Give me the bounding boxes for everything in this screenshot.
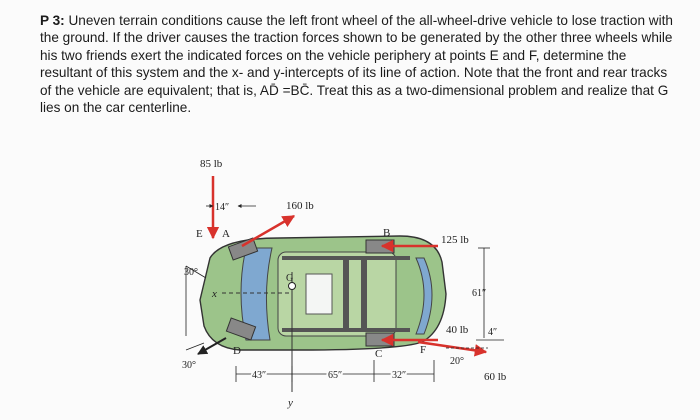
y-axis-label: y [287, 397, 293, 409]
point-e-label: E [196, 228, 203, 240]
point-g-label: G [286, 273, 293, 284]
point-c-label: C [375, 348, 382, 360]
x-axis-label: x [211, 288, 217, 300]
angle-left-top-label: 30° [184, 267, 198, 278]
point-d-label: D [233, 345, 241, 357]
dim-43-label: 43″ [252, 370, 266, 381]
point-a-label: A [222, 228, 230, 240]
center-of-mass-g [288, 282, 296, 290]
dim-65-label: 65″ [328, 370, 342, 381]
dim-4-label: 4″ [488, 327, 497, 338]
point-f-label: F [420, 344, 426, 356]
dim-14-label: 14″ [215, 202, 229, 213]
problem-label: P 3: [40, 13, 65, 28]
problem-text: Uneven terrain conditions cause the left… [40, 13, 673, 116]
right-rear-force-label: 40 lb [446, 324, 469, 336]
angle-f-label: 20° [450, 356, 464, 367]
angle-left-bottom-label: 30° [182, 360, 196, 371]
e-force-label: 85 lb [200, 158, 223, 170]
problem-statement: P 3: Uneven terrain conditions cause the… [40, 12, 680, 116]
rear-left-force-arrow [197, 337, 227, 355]
f-force-arrow [417, 340, 488, 357]
front-wheel-force-label: 160 lb [286, 200, 314, 212]
right-front-force-label: 125 lb [441, 234, 469, 246]
dim-32-label: 32″ [392, 370, 406, 381]
dim-61-label: 61″ [472, 288, 486, 299]
point-b-label: B [383, 227, 390, 239]
f-force-label: 60 lb [484, 371, 507, 383]
car-body [199, 235, 447, 351]
front-wheel-force-arrow [241, 214, 296, 248]
